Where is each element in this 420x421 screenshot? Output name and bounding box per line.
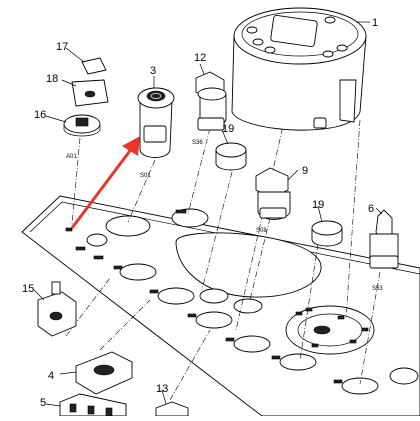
cutout-row2-a	[119, 263, 157, 281]
callout-9: 9	[302, 165, 308, 177]
housing-button	[246, 26, 258, 34]
dial-graphic	[285, 305, 375, 355]
cutout-row3-b	[341, 377, 379, 395]
code-a01: A01	[66, 154, 77, 160]
leader-lines	[33, 21, 383, 407]
cap-19-upper	[215, 142, 247, 171]
cutout-inner-b	[233, 298, 263, 314]
callout-16: 16	[34, 109, 46, 121]
callout-18: 18	[46, 73, 58, 85]
callout-17: 17	[56, 41, 68, 53]
callout-1: 1	[372, 17, 378, 29]
component-15	[37, 281, 77, 337]
callout-4: 4	[48, 370, 54, 382]
highlight-arrow	[70, 136, 140, 229]
callout-5: 5	[40, 397, 46, 409]
callout-15: 15	[22, 283, 34, 295]
callout-13: 13	[156, 383, 168, 395]
callout-labels: 1 3 4 5 6 9 12 13 15 16 17 18 19 19	[22, 17, 378, 409]
push-button-s01	[137, 87, 175, 158]
selector-switch-s53	[369, 209, 399, 269]
selector-switch-s08	[255, 167, 291, 220]
cutout-inner-a	[199, 288, 229, 304]
cutout-s01	[105, 215, 151, 237]
lens-cap-17	[81, 57, 107, 75]
housing-button	[252, 38, 264, 46]
code-s36: S36	[192, 140, 203, 146]
cutout-row2-b	[157, 287, 195, 305]
code-s53: S53	[372, 286, 383, 292]
code-s08: S08	[256, 228, 267, 234]
callout-6: 6	[368, 203, 374, 215]
holder-4	[75, 351, 133, 395]
selector-switch-s36	[195, 71, 227, 131]
code-s01: S01	[140, 173, 151, 179]
terminal-block-5	[59, 393, 127, 417]
holder-18	[71, 79, 109, 107]
cutout-row2-d	[233, 335, 271, 353]
part-codes: A01 S01 S36 S08 S53	[66, 140, 383, 292]
housing-button	[264, 46, 276, 54]
connector-13	[155, 401, 189, 417]
callout-3: 3	[150, 65, 156, 77]
cap-19-lower	[311, 220, 343, 247]
cutout-row2-c	[195, 311, 233, 329]
housing-button	[336, 44, 348, 52]
cutout-row3-a	[279, 353, 317, 371]
display-housing	[231, 7, 367, 131]
plate-left-detail	[65, 227, 108, 260]
housing-button	[322, 50, 334, 58]
display-screen	[270, 15, 318, 47]
callout-19-upper: 19	[222, 123, 234, 135]
callout-19-lower: 19	[312, 199, 324, 211]
base-16	[63, 114, 101, 137]
cutout-row3-c	[389, 367, 419, 385]
callout-12: 12	[194, 52, 206, 64]
cutout-s36	[171, 208, 209, 228]
assembly-lines	[65, 95, 381, 401]
housing-button	[324, 16, 336, 24]
